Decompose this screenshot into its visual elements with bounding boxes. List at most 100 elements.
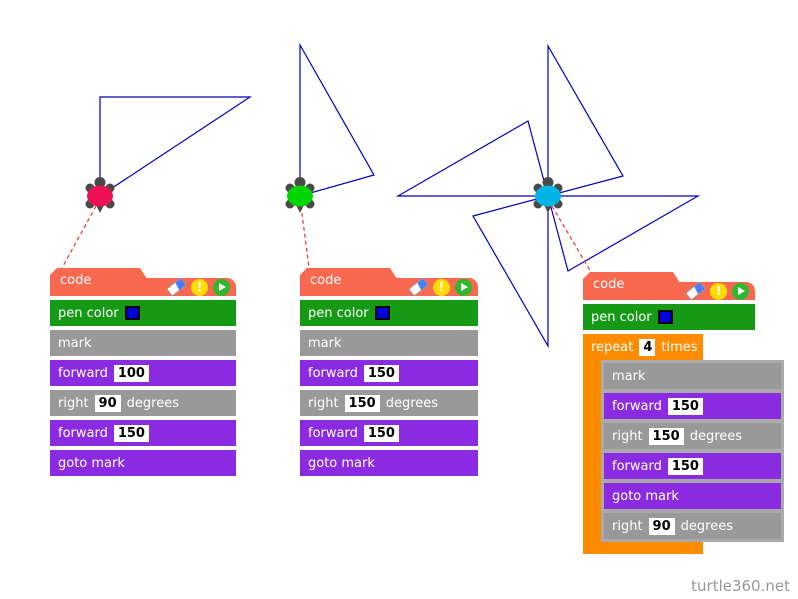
forward-value-input[interactable]: 150 (113, 424, 149, 442)
right-value-input[interactable]: 150 (344, 394, 380, 412)
repeat-left-strip (583, 360, 601, 542)
right-block[interactable]: right 150 degrees (604, 423, 781, 449)
block-label: mark (612, 368, 646, 384)
warning-icon[interactable]: ! (433, 278, 450, 296)
code-tab-header[interactable]: code ! (583, 272, 755, 301)
turtle-head (542, 177, 554, 188)
tab-shape (583, 272, 691, 300)
forward-value-input[interactable]: 150 (667, 397, 703, 415)
forward-block[interactable]: forward 150 (300, 420, 478, 446)
forward-block[interactable]: forward 150 (604, 393, 781, 419)
code-panel-middle: code ! pen color mark forward 150 right … (300, 268, 478, 476)
code-tab-header[interactable]: code ! (300, 268, 478, 297)
block-label: goto mark (612, 488, 679, 504)
right-value-input[interactable]: 90 (94, 394, 121, 412)
block-label: forward (308, 365, 358, 381)
red-turtle[interactable] (85, 177, 115, 213)
trail-middle-triangle (299, 42, 375, 197)
tab-label: code (310, 273, 342, 288)
warning-icon[interactable]: ! (191, 278, 208, 296)
code-tab-header[interactable]: code ! (50, 268, 236, 297)
right-block[interactable]: right 90 degrees (604, 513, 781, 539)
forward-value-input[interactable]: 150 (363, 364, 399, 382)
warning-glyph: ! (196, 280, 203, 294)
goto-mark-block[interactable]: goto mark (604, 483, 781, 509)
tab-shape (50, 268, 158, 296)
block-label: forward (58, 365, 108, 381)
leash-right (551, 205, 592, 273)
block-label: right (308, 395, 339, 411)
pen-color-swatch[interactable] (374, 306, 390, 320)
forward-value-input[interactable]: 150 (667, 457, 703, 475)
block-label: forward (612, 458, 662, 474)
block-label: forward (58, 425, 108, 441)
block-label-suffix: degrees (680, 518, 733, 534)
eraser-icon[interactable] (407, 277, 430, 297)
forward-value-input[interactable]: 100 (113, 364, 149, 382)
forward-block[interactable]: forward 150 (300, 360, 478, 386)
repeat-header[interactable]: repeat 4 times (583, 334, 703, 360)
warning-glyph: ! (438, 280, 445, 294)
goto-mark-block[interactable]: goto mark (300, 450, 478, 476)
repeat-count-input[interactable]: 4 (639, 338, 656, 356)
right-block[interactable]: right 150 degrees (300, 390, 478, 416)
block-label-suffix: degrees (385, 395, 439, 411)
block-label: mark (58, 335, 92, 351)
turtle-body (535, 185, 561, 207)
run-icon[interactable] (455, 278, 472, 296)
green-turtle[interactable] (285, 177, 315, 213)
forward-block[interactable]: forward 150 (604, 453, 781, 479)
tab-shape (300, 268, 408, 296)
repeat-block[interactable]: repeat 4 times mark forward 150 right (583, 334, 784, 554)
cyan-turtle[interactable] (533, 177, 563, 213)
block-label-suffix: degrees (689, 428, 743, 444)
site-watermark: turtle360.net (691, 577, 790, 595)
pen-color-block[interactable]: pen color (300, 300, 478, 326)
block-label: right (612, 428, 643, 444)
header-icons: ! (407, 277, 472, 297)
mark-block[interactable]: mark (300, 330, 478, 356)
right-block[interactable]: right 90 degrees (50, 390, 236, 416)
header-icons: ! (165, 277, 230, 297)
block-label: goto mark (308, 455, 375, 471)
turtle-tail (296, 206, 304, 213)
forward-block[interactable]: forward 150 (50, 420, 236, 446)
block-label: pen color (308, 305, 369, 321)
code-panel-right: code ! pen color repeat 4 times mark (583, 272, 784, 554)
forward-value-input[interactable]: 150 (363, 424, 399, 442)
block-label-suffix: times (661, 339, 698, 355)
block-label: pen color (591, 309, 652, 325)
warning-glyph: ! (715, 284, 722, 298)
pen-color-block[interactable]: pen color (583, 304, 755, 330)
pen-color-block[interactable]: pen color (50, 300, 236, 326)
mark-block[interactable]: mark (604, 363, 781, 389)
turtle-tail (96, 206, 104, 213)
play-triangle (461, 283, 468, 291)
mark-block[interactable]: mark (50, 330, 236, 356)
right-value-input[interactable]: 150 (648, 427, 684, 445)
eraser-icon[interactable] (165, 277, 188, 297)
tab-label: code (593, 277, 625, 292)
run-icon[interactable] (213, 278, 230, 296)
block-label: right (612, 518, 643, 534)
block-label: repeat (591, 339, 634, 355)
eraser-icon[interactable] (684, 281, 707, 301)
right-value-input[interactable]: 90 (648, 517, 675, 535)
repeat-body: mark forward 150 right 150 degrees forwa… (583, 360, 784, 542)
code-panel-left: code ! pen color mark forward 100 right … (50, 268, 236, 476)
block-label: right (58, 395, 89, 411)
goto-mark-block[interactable]: goto mark (50, 450, 236, 476)
pen-color-swatch[interactable] (657, 310, 673, 324)
block-label: goto mark (58, 455, 125, 471)
warning-icon[interactable]: ! (710, 282, 727, 300)
turtle-head (294, 177, 306, 188)
turtle-body (87, 185, 113, 207)
header-icons: ! (684, 281, 749, 301)
forward-block[interactable]: forward 100 (50, 360, 236, 386)
play-triangle (219, 283, 226, 291)
pen-color-swatch[interactable] (124, 306, 140, 320)
block-label: forward (612, 398, 662, 414)
block-label: mark (308, 335, 342, 351)
run-icon[interactable] (732, 282, 749, 300)
